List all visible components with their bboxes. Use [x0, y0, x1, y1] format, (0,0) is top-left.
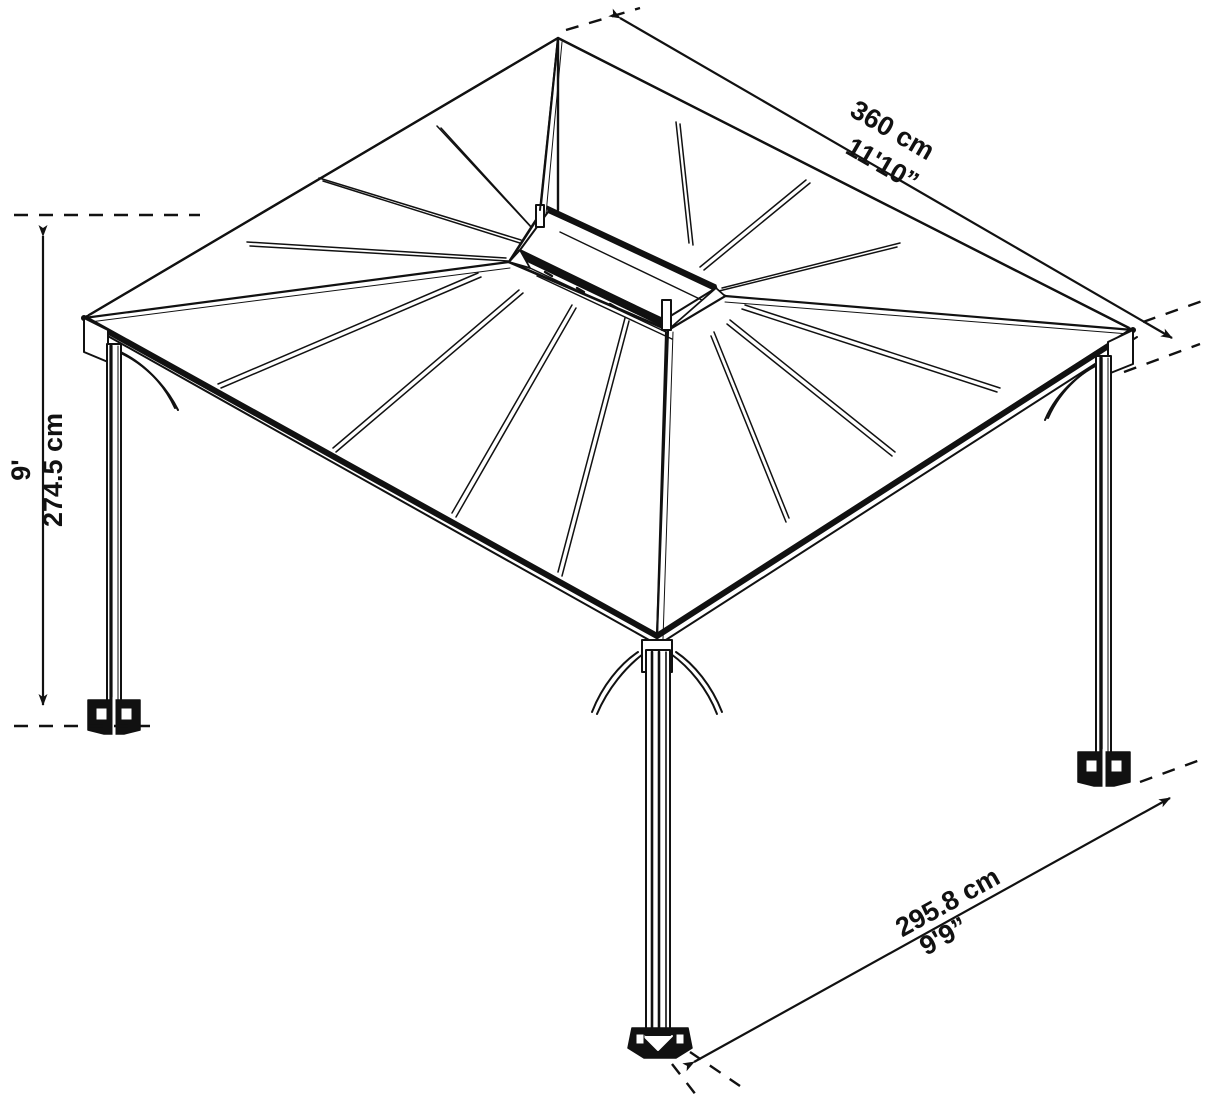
depth-dim-line [682, 797, 1171, 1072]
posts [106, 38, 1112, 1043]
depth-ext-upper [1139, 758, 1201, 784]
depth-ext-lower-2 [671, 1063, 701, 1101]
height-imperial-label: 9' [6, 459, 36, 480]
width-ext-start [565, 6, 641, 32]
cupola-cap-left [508, 249, 531, 269]
height-metric-label: 274.5 cm [38, 413, 68, 527]
post-left [106, 343, 122, 717]
base-plate-front [627, 1027, 693, 1059]
post-right [1095, 355, 1112, 769]
roof-center-vertical-lines [539, 37, 667, 637]
base-plate-right [1077, 748, 1131, 790]
bracket-front-right [675, 651, 723, 713]
bracket-front-left [591, 651, 639, 713]
base-plate-left [87, 696, 141, 738]
roof-fascia [81, 315, 1136, 639]
post-front [645, 649, 671, 1043]
dimension-height: 274.5 cm 9' [6, 213, 200, 728]
width-dim-line [608, 8, 1173, 339]
roof-fascia-inner-edge [85, 313, 1132, 631]
